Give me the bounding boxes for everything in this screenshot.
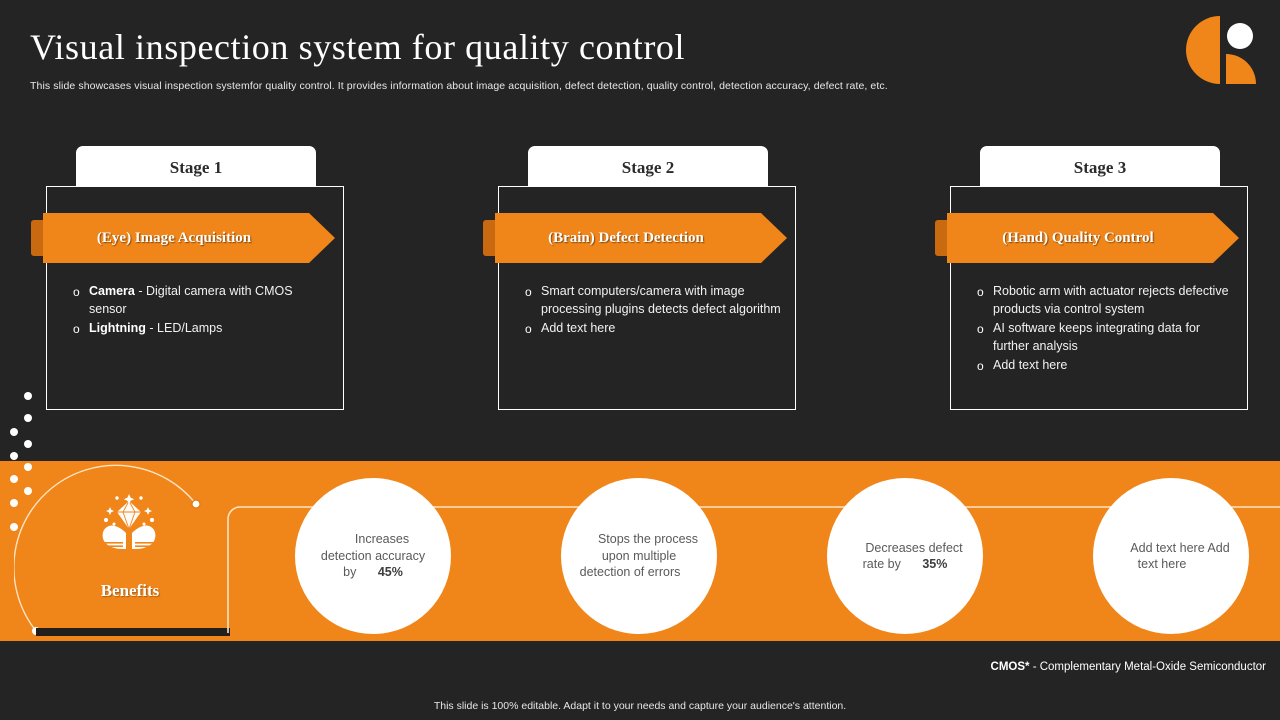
stage-card-1: (Eye) Image Acquisition o Camera - Digit… xyxy=(31,186,344,410)
bullet-text: Lightning - LED/Lamps xyxy=(89,320,222,338)
benefit-circle-1: Increases detection accuracy by 45% xyxy=(295,478,451,634)
bullet-marker-icon: o xyxy=(977,285,984,299)
benefits-connector-line xyxy=(227,506,1280,633)
cmos-footnote: CMOS* - Complementary Metal-Oxide Semico… xyxy=(991,661,1266,673)
bullet-lead: Lightning xyxy=(89,321,146,335)
stage-tab-2: Stage 2 xyxy=(528,146,768,190)
slide-footer-note: This slide is 100% editable. Adapt it to… xyxy=(433,700,847,712)
list-item: o Robotic arm with actuator rejects defe… xyxy=(977,283,1233,318)
stage-ribbon-label: (Hand) Quality Control xyxy=(1002,229,1154,246)
benefits-underline-bar xyxy=(36,628,230,636)
benefit-text: Add text here Add text here xyxy=(1130,540,1230,572)
bullet-marker-icon: o xyxy=(73,285,80,299)
stage-bullets-3: o Robotic arm with actuator rejects defe… xyxy=(977,283,1233,377)
stage-bullets-2: o Smart computers/camera with image proc… xyxy=(525,283,781,340)
stage-ribbon-2: (Brain) Defect Detection xyxy=(483,213,787,263)
list-item: o Add text here xyxy=(977,357,1233,375)
brand-logo-icon xyxy=(1186,16,1256,84)
page-subtitle: This slide showcases visual inspection s… xyxy=(30,80,888,92)
list-item: o Camera - Digital camera with CMOS sens… xyxy=(73,283,329,318)
cmos-expansion: - Complementary Metal-Oxide Semiconducto… xyxy=(1029,661,1266,673)
benefit-text: Stops the process upon multiple detectio… xyxy=(579,532,699,580)
bullet-rest: - LED/Lamps xyxy=(145,321,223,335)
benefits-label: Benefits xyxy=(100,581,160,600)
cmos-abbr: CMOS* xyxy=(990,661,1030,673)
benefit-emphasis: 35% xyxy=(922,557,948,571)
stage-card-2: (Brain) Defect Detection o Smart compute… xyxy=(483,186,796,410)
bullet-marker-icon: o xyxy=(977,359,984,373)
benefit-circle-4: Add text here Add text here xyxy=(1093,478,1249,634)
bullet-marker-icon: o xyxy=(73,322,80,336)
ribbon-body xyxy=(495,213,787,263)
benefit-circle-2: Stops the process upon multiple detectio… xyxy=(561,478,717,634)
list-item: o AI software keeps integrating data for… xyxy=(977,320,1233,355)
benefit-circle-3: Decreases defect rate by 35% xyxy=(827,478,983,634)
stage-tab-label: Stage 3 xyxy=(1073,158,1127,177)
bullet-lead: Camera xyxy=(89,284,135,298)
stage-ribbon-3: (Hand) Quality Control xyxy=(935,213,1239,263)
list-item: o Lightning - LED/Lamps xyxy=(73,320,329,338)
benefit-text: Increases detection accuracy by 45% xyxy=(320,532,426,580)
bullet-text: Camera - Digital camera with CMOS sensor xyxy=(89,283,329,318)
stage-bullets-1: o Camera - Digital camera with CMOS sens… xyxy=(73,283,329,340)
bullet-text: Add text here xyxy=(541,321,616,335)
stage-card-3: (Hand) Quality Control o Robotic arm wit… xyxy=(935,186,1248,410)
ribbon-body xyxy=(947,213,1239,263)
list-item: o Add text here xyxy=(525,320,781,338)
benefits-band: Benefits Increases detection accuracy by… xyxy=(0,461,1280,641)
ribbon-body xyxy=(43,213,335,263)
bullet-text: AI software keeps integrating data for f… xyxy=(993,321,1201,353)
stage-ribbon-1: (Eye) Image Acquisition xyxy=(31,213,335,263)
bullet-text: Add text here xyxy=(993,358,1068,372)
bullet-text: Robotic arm with actuator rejects defect… xyxy=(993,284,1229,316)
bullet-marker-icon: o xyxy=(525,285,532,299)
benefit-emphasis: 45% xyxy=(377,565,403,580)
list-item: o Smart computers/camera with image proc… xyxy=(525,283,781,318)
stage-tab-label: Stage 2 xyxy=(621,158,675,177)
stage-tab-1: Stage 1 xyxy=(76,146,316,190)
stage-tab-label: Stage 1 xyxy=(169,158,223,177)
bullet-marker-icon: o xyxy=(525,322,532,336)
bullet-marker-icon: o xyxy=(977,322,984,336)
stage-tab-3: Stage 3 xyxy=(980,146,1220,190)
decorative-dots-orange xyxy=(0,461,42,531)
bullet-text: Smart computers/camera with image proces… xyxy=(541,284,781,316)
diamond-in-hands-icon xyxy=(102,494,156,549)
page-title: Visual inspection system for quality con… xyxy=(30,27,686,67)
bullet-rest: - Digital camera with CMOS sensor xyxy=(89,284,293,316)
stage-ribbon-label: (Eye) Image Acquisition xyxy=(96,229,252,246)
benefit-text: Decreases defect rate by 35% xyxy=(862,540,963,572)
stage-ribbon-label: (Brain) Defect Detection xyxy=(548,229,704,246)
